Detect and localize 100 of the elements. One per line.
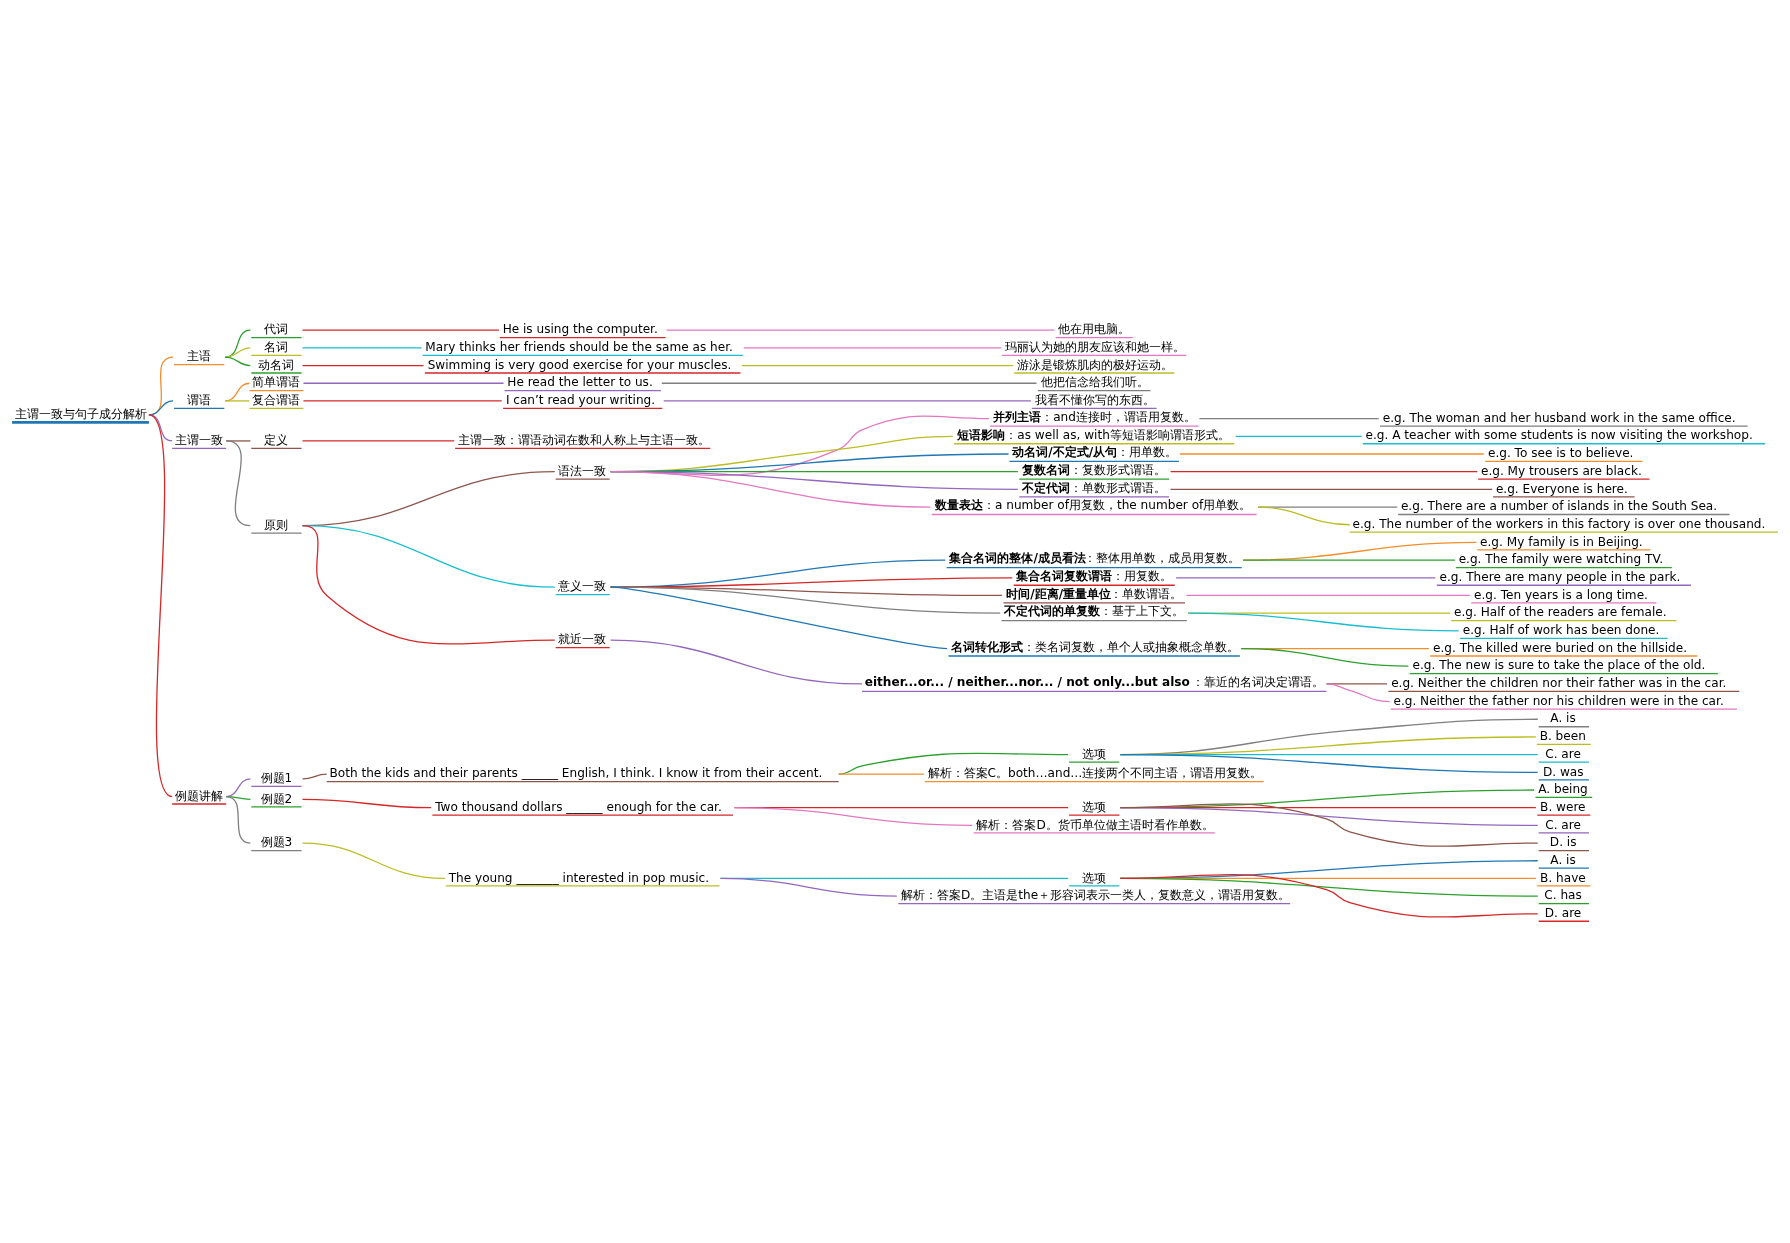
node-text: e.g. My trousers are black. [1480, 463, 1642, 478]
connector [1325, 682, 1391, 702]
node-text: 不定代词：单数形式谓语。 [1022, 480, 1167, 495]
node-text: 代词 [264, 321, 289, 336]
node-text: 例题1 [260, 770, 293, 785]
connector [1169, 470, 1478, 472]
node-text: He read the letter to us. [507, 374, 653, 389]
node-text: 不定代词的单复数：基于上下文。 [1004, 603, 1185, 618]
node-text: C. are [1545, 746, 1581, 761]
connector [301, 798, 432, 808]
node-text: 解析：答案D。货币单位做主语时看作单数。 [976, 817, 1214, 832]
node-text: e.g. Neither the father nor his children were in the car. [1393, 693, 1724, 708]
node-text: e.g. Half of work has been done. [1462, 622, 1660, 637]
node-text: 集合名词复数谓语：用复数。 [1016, 568, 1173, 583]
connector [1198, 417, 1380, 419]
node-text: e.g. Neither the children nor their father was in the car. [1391, 675, 1727, 690]
connector [1257, 505, 1351, 525]
node-text: 谓语 [187, 392, 212, 407]
connector [838, 773, 925, 775]
node-text: B. were [1540, 799, 1586, 814]
node-text: e.g. The family were watching TV. [1458, 551, 1663, 566]
node-text: Both the kids and their parents ______ English, I think. I know it from their accent. [329, 765, 823, 780]
node-text: 原则 [264, 517, 289, 532]
node-text: e.g. My family is in Beijing. [1480, 534, 1643, 549]
connector [302, 382, 505, 384]
connector [609, 639, 863, 685]
connector [609, 585, 948, 649]
node-text: He is using the computer. [502, 321, 658, 336]
connector [225, 795, 251, 844]
node-text: 选项 [1082, 746, 1107, 761]
node-text: 选项 [1082, 870, 1107, 885]
node-text: Swimming is very good exercise for your muscles. [427, 357, 732, 372]
node-text: C. has [1544, 887, 1582, 902]
node-text: I can’t read your writing. [505, 392, 656, 407]
connector [1169, 488, 1493, 490]
connector [301, 329, 500, 331]
node-text: e.g. A teacher with some students is now visiting the workshop. [1365, 427, 1753, 442]
connector [224, 356, 251, 366]
node-text: A. being [1538, 781, 1588, 796]
node-text: 名词转化形式：类名词复数，单个人或抽象概念单数。 [951, 639, 1239, 654]
node-text: 主谓一致与句子成分解析 [14, 406, 147, 421]
node-text: 时间/距离/重量单位：单数谓语。 [1006, 586, 1183, 601]
connector [719, 877, 898, 897]
connector [225, 777, 251, 797]
node-text: B. been [1539, 728, 1586, 743]
node-text: 简单谓语 [252, 374, 301, 389]
connector [301, 524, 556, 645]
node-text: e.g. To see is to believe. [1487, 445, 1634, 460]
node-text: A. is [1550, 852, 1576, 867]
connector [148, 413, 173, 442]
node-text: 他把信念给我们听。 [1040, 374, 1149, 389]
node-text: 主谓一致 [174, 432, 223, 447]
node-text: 解析：答案D。主语是the＋形容词表示一类人，复数意义，谓语用复数。 [901, 887, 1291, 902]
connector [663, 399, 1032, 402]
connector [224, 346, 251, 358]
node-text: 数量表达：a number of用复数，the number of用单数。 [934, 497, 1252, 512]
node-text: The young _______ interested in pop music. [448, 870, 709, 885]
connector [301, 364, 425, 366]
node-text: 他在用电脑。 [1058, 321, 1131, 336]
node-text: 动名词 [258, 357, 295, 372]
node-text: 名词 [264, 339, 289, 354]
connector [224, 382, 251, 402]
node-text: Two thousand dollars ______ enough for the car. [435, 799, 722, 814]
node-text: 集合名词的整体/成员看法：整体用单数，成员用复数。 [949, 550, 1241, 565]
connector [1240, 647, 1410, 667]
node-text: D. is [1549, 834, 1577, 849]
node-text: C. are [1545, 817, 1581, 832]
node-text: e.g. Half of the readers are female. [1453, 604, 1667, 619]
connector [301, 439, 455, 442]
node-text: 玛丽认为她的朋友应该和她一样。 [1004, 339, 1185, 354]
node-text: 动名词/不定式/从句：用单数。 [1012, 444, 1177, 459]
connector [743, 346, 1002, 348]
node-text: 主语 [187, 348, 212, 363]
connector [302, 399, 503, 402]
connector [225, 439, 251, 526]
connector [1179, 452, 1485, 455]
node-text: 选项 [1082, 799, 1107, 814]
node-text: e.g. Ten years is a long time. [1474, 587, 1648, 602]
connector [224, 399, 251, 402]
node-text: 游泳是锻炼肌肉的极好运动。 [1016, 357, 1173, 372]
node-text: e.g. The killed were buried on the hillside. [1433, 640, 1688, 655]
node-text: 复数名词：复数形式谓语。 [1022, 462, 1167, 477]
node-text: 并列主语：and连接时，谓语用复数。 [992, 409, 1196, 424]
node-text: 例题讲解 [174, 788, 223, 803]
connector [301, 346, 423, 348]
connector [301, 773, 328, 779]
node-text: e.g. The new is sure to take the place of the old. [1412, 657, 1706, 672]
node-text: 例题3 [260, 834, 293, 849]
connector [609, 470, 931, 508]
connector [1242, 558, 1456, 561]
node-text: A. is [1550, 710, 1576, 725]
node-text: D. are [1544, 905, 1582, 920]
node-text: 定义 [264, 432, 289, 447]
connector [148, 413, 173, 797]
node-text: 短语影响：as well as, with等短语影响谓语形式。 [956, 427, 1230, 442]
connector [665, 329, 1055, 331]
node-text: 我看不懂你写的东西。 [1034, 392, 1155, 407]
node-text: either...or... / neither...nor... / not only...but also：靠近的名词决定谓语。 [864, 674, 1325, 689]
node-text: 意义一致 [558, 578, 607, 593]
connector [1175, 576, 1436, 578]
